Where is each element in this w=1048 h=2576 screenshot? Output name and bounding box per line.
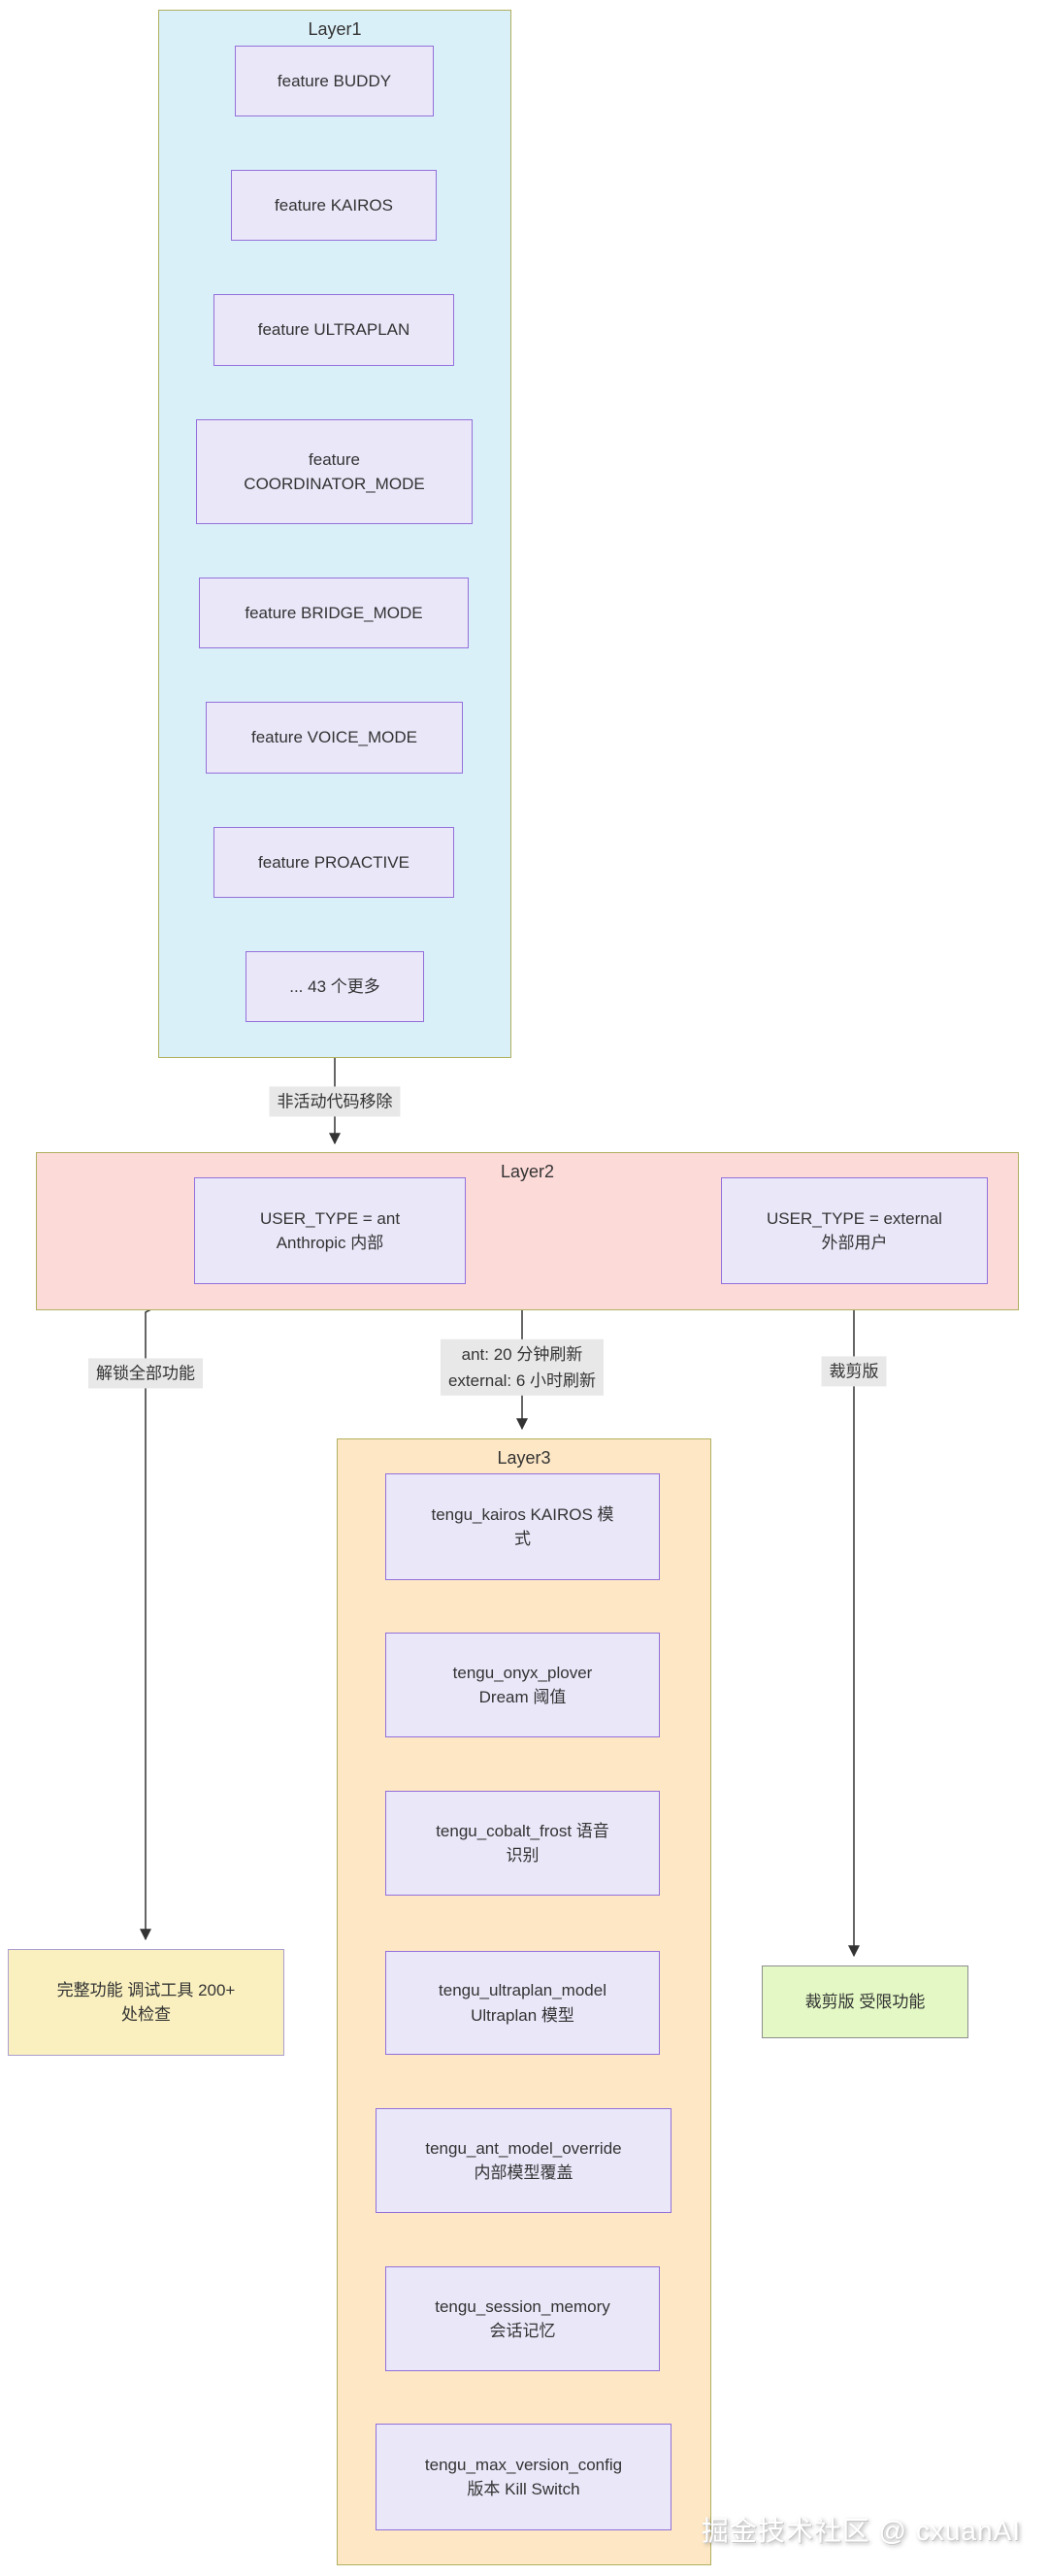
node-43-more: ... 43 个更多 (246, 951, 424, 1022)
node-feature-ultraplan: feature ULTRAPLAN (213, 294, 454, 366)
node-tengu-ant-model-override: tengu_ant_model_override 内部模型覆盖 (376, 2108, 671, 2213)
node-user-type-external: USER_TYPE = external 外部用户 (721, 1177, 988, 1284)
edge-label-refresh-intervals: ant: 20 分钟刷新 external: 6 小时刷新 (440, 1338, 605, 1397)
node-feature-voice: feature VOICE_MODE (206, 702, 463, 774)
node-feature-coordinator: feature COORDINATOR_MODE (196, 419, 473, 524)
node-tengu-session-memory: tengu_session_memory 会话记忆 (385, 2266, 660, 2371)
layer2-title: Layer2 (500, 1162, 555, 1181)
node-feature-bridge: feature BRIDGE_MODE (199, 578, 469, 648)
edge-label-inactive-code-removed: 非活动代码移除 (269, 1086, 401, 1117)
node-tengu-cobalt-frost: tengu_cobalt_frost 语音 识别 (385, 1791, 660, 1896)
layer3-title: Layer3 (497, 1448, 551, 1468)
node-tengu-ultraplan-model: tengu_ultraplan_model Ultraplan 模型 (385, 1951, 660, 2055)
edge-label-unlock-all: 解锁全部功能 (88, 1358, 203, 1389)
node-trimmed-features: 裁剪版 受限功能 (762, 1965, 968, 2038)
watermark: 掘金技术社区 @ cxuanAI (701, 2516, 1021, 2546)
node-feature-kairos: feature KAIROS (231, 170, 437, 241)
node-tengu-kairos: tengu_kairos KAIROS 模 式 (385, 1473, 660, 1580)
layer1-title: Layer1 (308, 19, 362, 39)
node-tengu-max-version-config: tengu_max_version_config 版本 Kill Switch (376, 2424, 671, 2530)
node-full-features: 完整功能 调试工具 200+ 处检查 (8, 1949, 284, 2056)
layer1-cluster: Layer1 (158, 10, 511, 1058)
node-user-type-ant: USER_TYPE = ant Anthropic 内部 (194, 1177, 466, 1284)
node-feature-buddy: feature BUDDY (235, 46, 434, 116)
node-feature-proactive: feature PROACTIVE (213, 827, 454, 898)
node-tengu-onyx-plover: tengu_onyx_plover Dream 阈值 (385, 1633, 660, 1737)
edge-label-trimmed-version: 裁剪版 (821, 1356, 887, 1387)
